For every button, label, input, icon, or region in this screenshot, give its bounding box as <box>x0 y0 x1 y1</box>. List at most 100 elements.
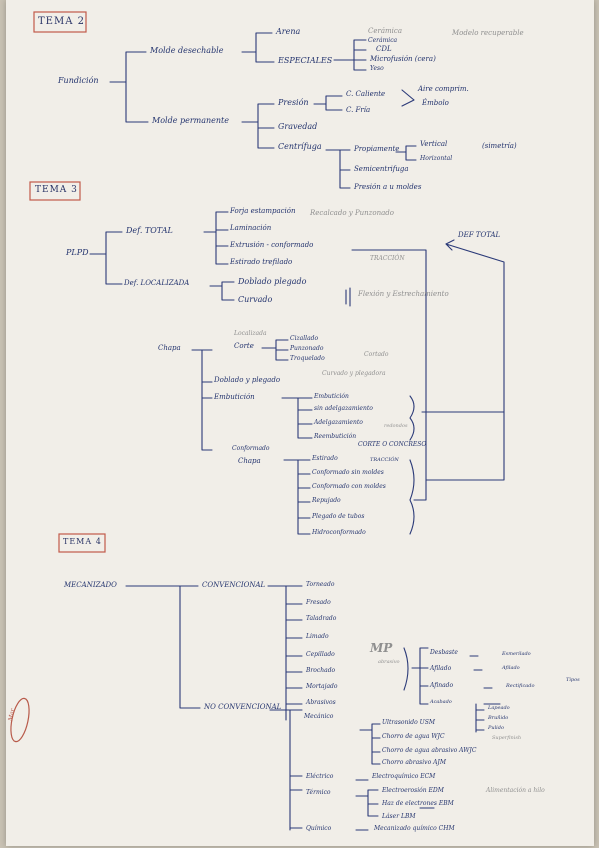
t4-haz-electrones: Haz de electrones EBM <box>382 800 454 807</box>
t4-afinado: Afinado <box>430 682 454 689</box>
t4-taladrado: Taladrado <box>306 615 337 622</box>
t3-flexion: Flexión y Estrechamiento <box>358 290 449 298</box>
t2-gravedad: Gravedad <box>278 122 318 131</box>
t4-lapeado: Lapeado <box>488 705 510 711</box>
t3-emb4: Reembutición <box>314 433 357 440</box>
t2-propiamente: Propiamente <box>354 145 400 153</box>
t4-brunido: Bruñido <box>488 715 509 721</box>
t3-plpd: PLPD <box>66 248 89 257</box>
t3-embuticion: Embutición <box>214 393 255 401</box>
tema4-tree-lines <box>125 585 501 831</box>
t4-electroerosion-note: Alimentación a hilo <box>486 787 545 794</box>
t4-fresado: Fresado <box>306 599 331 606</box>
t4-electroquimico: Electroquímico ECM <box>372 773 436 780</box>
t3-def-localizada: Def. LOCALIZADA <box>124 279 190 287</box>
t4-laser: Láser LBM <box>382 813 416 820</box>
t3-estirado-note: TRACCIÓN <box>370 255 405 262</box>
t3-conformado: Conformado <box>232 445 270 452</box>
t4-quimico: Químico <box>306 825 332 832</box>
t4-acabado: Acabado <box>430 699 452 705</box>
t2-ceramica-note: Modelo recuperable <box>452 29 524 37</box>
t3-conf3: Conformado con moldes <box>312 483 386 490</box>
t3-def-total: Def. TOTAL <box>126 226 173 235</box>
t2-molde-permanente: Molde permanente <box>152 116 229 125</box>
t4-chorro-abrasivo: Chorro de agua abrasivo AWJC <box>382 747 477 754</box>
t4-mp-note: MP <box>370 641 393 655</box>
t2-vertical-note: (simetría) <box>482 142 517 150</box>
t3-curvado: Curvado <box>238 295 273 304</box>
t3-doblado2-note: Curvado y plegadora <box>322 370 386 377</box>
tema3-box <box>29 181 81 201</box>
t3-emb3-note: redondos <box>384 423 408 429</box>
t4-afilado: Afilado <box>430 665 452 672</box>
t4-mecanizado: MECANIZADO <box>64 581 117 589</box>
t2-molde-desechable: Molde desechable <box>150 46 224 55</box>
t3-doblado2: Doblado y plegado <box>214 376 281 384</box>
t3-localizada: Localizada <box>234 330 267 337</box>
t3-forja: Forja estampación <box>230 207 296 215</box>
t2-c-fria: C. Fría <box>346 106 371 114</box>
t3-chapa2: Chapa <box>238 457 261 465</box>
t3-punzonado: Punzonado <box>290 345 324 352</box>
t2-c-caliente: C. Caliente <box>346 90 386 98</box>
t2-arena: Arena <box>276 27 301 36</box>
t3-troquelado: Troquelado <box>290 355 325 362</box>
t3-cortado: Cortado <box>364 351 389 358</box>
t2-aire-comprim: Aire comprim. <box>418 85 469 93</box>
t4-superfin: Superfinish <box>492 735 522 741</box>
t2-especiales: ESPECIALES <box>278 56 333 65</box>
t4-quimico-r: Mecanizado químico CHM <box>374 825 455 832</box>
t4-ultrasonido: Ultrasonido USM <box>382 719 435 726</box>
t4-electroerosion: Electroerosión EDM <box>382 787 444 794</box>
t2-vertical: Vertical <box>420 140 448 148</box>
t2-embolo: Émbolo <box>422 99 449 107</box>
tema2-box <box>33 11 87 33</box>
t2-fundicion: Fundición <box>58 76 99 85</box>
t3-doblado: Doblado plegado <box>238 277 307 286</box>
t2-presion-moldes: Presión a u moldes <box>354 183 422 191</box>
t3-conf6: Hidroconformado <box>312 529 366 536</box>
t3-emb3: Adelgazamiento <box>314 419 363 426</box>
t4-esmerilado: Esmerilado <box>502 651 531 657</box>
diagram-lines <box>10 11 505 831</box>
t4-chorro-agua: Chorro de agua WJC <box>382 733 445 740</box>
t3-conf2: Conformado sin moldes <box>312 469 384 476</box>
t3-conf5: Plegado de tubos <box>312 513 365 520</box>
t3-extrusion: Extrusión - conformado <box>230 241 314 249</box>
margin-stamp <box>10 697 30 743</box>
t3-forja-note: Recalcado y Punzonado <box>310 209 394 217</box>
t4-mp-note2: abrasivo <box>378 659 400 665</box>
t4-abrasivos: Abrasivos <box>306 699 336 706</box>
t2-ceramica: Cerámica <box>368 27 402 35</box>
t4-cepillado: Cepillado <box>306 651 335 658</box>
t3-corte: Corte <box>234 342 254 350</box>
notebook-page: TEMA 2 Fundición Molde desechable Arena … <box>6 0 594 846</box>
t4-rectificado-note: Tipos <box>566 677 580 683</box>
t4-brochado: Brochado <box>306 667 336 674</box>
t3-conf4: Repujado <box>312 497 341 504</box>
t4-electrico: Eléctrico <box>306 773 334 780</box>
t2-presion: Presión <box>278 98 309 107</box>
t2-ceramica2: Cerámica <box>368 37 398 44</box>
tema3-title: TEMA 3 <box>35 185 78 195</box>
t4-rectificado: Rectificado <box>506 683 535 689</box>
t3-chapa: Chapa <box>158 344 181 352</box>
tema3-tree-lines <box>89 211 505 535</box>
t4-convencional: CONVENCIONAL <box>202 581 266 589</box>
t4-mecanico: Mecánico <box>304 713 334 720</box>
t2-horizontal: Horizontal <box>420 155 453 162</box>
t3-laminacion: Laminación <box>230 224 272 232</box>
t4-no-convencional: NO CONVENCIONAL <box>204 703 282 711</box>
t4-chorro-abrasivo2: Chorro abrasivo AJM <box>382 759 446 766</box>
t3-emb2: sin adelgazamiento <box>314 405 373 412</box>
t3-estirado: Estirado trefilado <box>230 258 293 266</box>
t3-conf1: Estirado <box>312 455 338 462</box>
t2-centrifuga: Centrífuga <box>278 142 322 151</box>
tema2-tree-lines <box>109 32 417 189</box>
t2-microfusion: Microfusión (cera) <box>370 55 436 63</box>
t4-afilado-r: Afilado <box>502 665 520 671</box>
t2-semicentrifuga: Semicentrifuga <box>354 165 409 173</box>
t4-torneado: Torneado <box>306 581 335 588</box>
t3-emb-note: CORTE O CONCRESO <box>358 441 427 448</box>
t4-desbaste: Desbaste <box>430 649 458 656</box>
